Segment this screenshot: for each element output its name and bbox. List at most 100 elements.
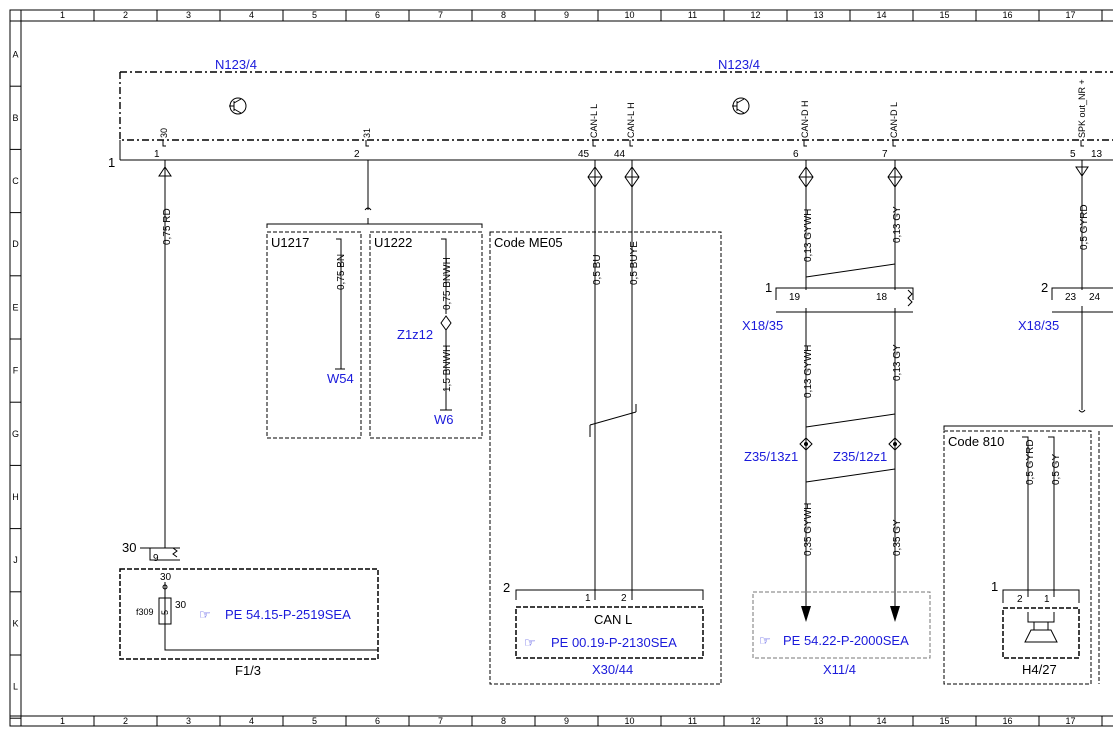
column-number: 10 [624,716,634,726]
pin-label-spk: SPK out_NR + [1077,79,1087,138]
h4-side-number: 1 [991,579,998,594]
x11-4-label[interactable]: X11/4 [823,662,856,677]
pointer-hand-icon: ☞ [199,607,211,622]
row-letter: J [13,555,18,565]
column-number: 9 [564,716,569,726]
z35-12z1-label[interactable]: Z35/12z1 [833,449,887,464]
fuse-icon [158,597,172,625]
connector-diamond-icon [587,166,903,188]
x30-44-label[interactable]: X30/44 [592,662,633,677]
column-number: 15 [939,716,949,726]
row-letter: K [12,618,18,628]
pointer-hand-icon: ☞ [759,633,771,648]
w6-label[interactable]: W6 [434,412,454,427]
column-number: 6 [375,716,380,726]
pin-label-can-l-l: CAN-L L [589,104,599,138]
pin-number: 24 [1089,292,1101,303]
pin-number: 23 [1065,292,1077,303]
wire-label: 0,35 GY [892,519,903,556]
pin-label-31: 31 [362,128,372,138]
column-number: 4 [249,10,254,20]
wire-label: 0,35 GYWH [803,503,814,556]
column-number: 7 [438,716,443,726]
row-letter: H [12,492,19,502]
pin-label-can-d-h: CAN-D H [800,101,810,139]
wire-label: 0,75 RD [162,208,173,245]
column-number: 1 [60,716,65,726]
column-number: 8 [501,10,506,20]
x11-4-box [752,591,931,659]
splice-diamond-icon [799,437,902,451]
row-letter: E [12,302,18,312]
x18-side-number: 2 [1041,280,1048,295]
pin-number: 1 [1044,594,1050,605]
wire-label: 0,13 GY [892,206,903,243]
f1-3-box [119,568,379,660]
pin-number: 1 [154,149,160,160]
pin-number: 2 [1017,594,1023,605]
wire-label: 0,5 BUYE [629,241,640,285]
connector-arrow-icon [158,166,172,177]
z1z12-label[interactable]: Z1z12 [397,327,433,342]
column-number: 3 [186,10,191,20]
w54-label[interactable]: W54 [327,371,354,386]
column-number: 6 [375,10,380,20]
fuse-id: f309 [136,607,154,617]
n123-label-right[interactable]: N123/4 [718,57,760,72]
wire-label: 0,13 GY [892,344,903,381]
code-me05-box [489,231,722,685]
arrow-down-icon [801,606,900,622]
wire-label: 0,13 GYWH [803,209,814,262]
x18-35-label-left[interactable]: X18/35 [742,318,783,333]
wire-label: 0,5 BU [592,254,603,285]
pin-number: 5 [1070,149,1076,160]
row-letter: F [13,366,19,376]
pin-number: 45 [578,149,590,160]
pin-number: 2 [621,593,627,604]
h4-27-label[interactable]: H4/27 [1022,662,1057,677]
row-letter: G [12,429,19,439]
pin-label-can-d-l: CAN-D L [889,102,899,138]
x18-35-label-right[interactable]: X18/35 [1018,318,1059,333]
pin-number: 6 [793,149,799,160]
column-number: 9 [564,10,569,20]
column-number: 1 [60,10,65,20]
column-number: 14 [876,10,886,20]
u1222-label: U1222 [374,235,412,250]
column-number: 8 [501,716,506,726]
code-810-label: Code 810 [948,434,1004,449]
column-number: 2 [123,10,128,20]
can-l-label: CAN L [594,612,632,627]
wire-label: 0,13 GYWH [803,345,814,398]
column-number: 5 [312,10,317,20]
column-number: 15 [939,10,949,20]
column-number: 12 [750,716,760,726]
row-letter: C [12,176,19,186]
u1217-box [266,231,483,439]
drawing-frame [9,9,1113,727]
column-number: 5 [312,716,317,726]
x30-44-box [515,606,704,659]
row-letter: D [12,239,19,249]
reference-f1-3[interactable]: PE 54.15-P-2519SEA [225,607,351,622]
column-number: 17 [1065,716,1075,726]
pin-number: 13 [1091,149,1103,160]
reference-x11[interactable]: PE 54.22-P-2000SEA [783,633,909,648]
column-number: 11 [688,10,697,20]
n123-label-left[interactable]: N123/4 [215,57,257,72]
row-letter: A [12,50,18,60]
f1-3-label[interactable]: F1/3 [235,663,261,678]
h4-27-box [1002,607,1080,659]
reference-x30[interactable]: PE 00.19-P-2130SEA [551,635,677,650]
z35-13z1-label[interactable]: Z35/13z1 [744,449,798,464]
row-letter: L [13,682,18,692]
column-number: 7 [438,10,443,20]
transistor-icon [229,97,247,115]
u1217-label: U1217 [271,235,309,250]
column-number: 12 [750,10,760,20]
pointer-hand-icon: ☞ [524,635,536,650]
column-number: 3 [186,716,191,726]
